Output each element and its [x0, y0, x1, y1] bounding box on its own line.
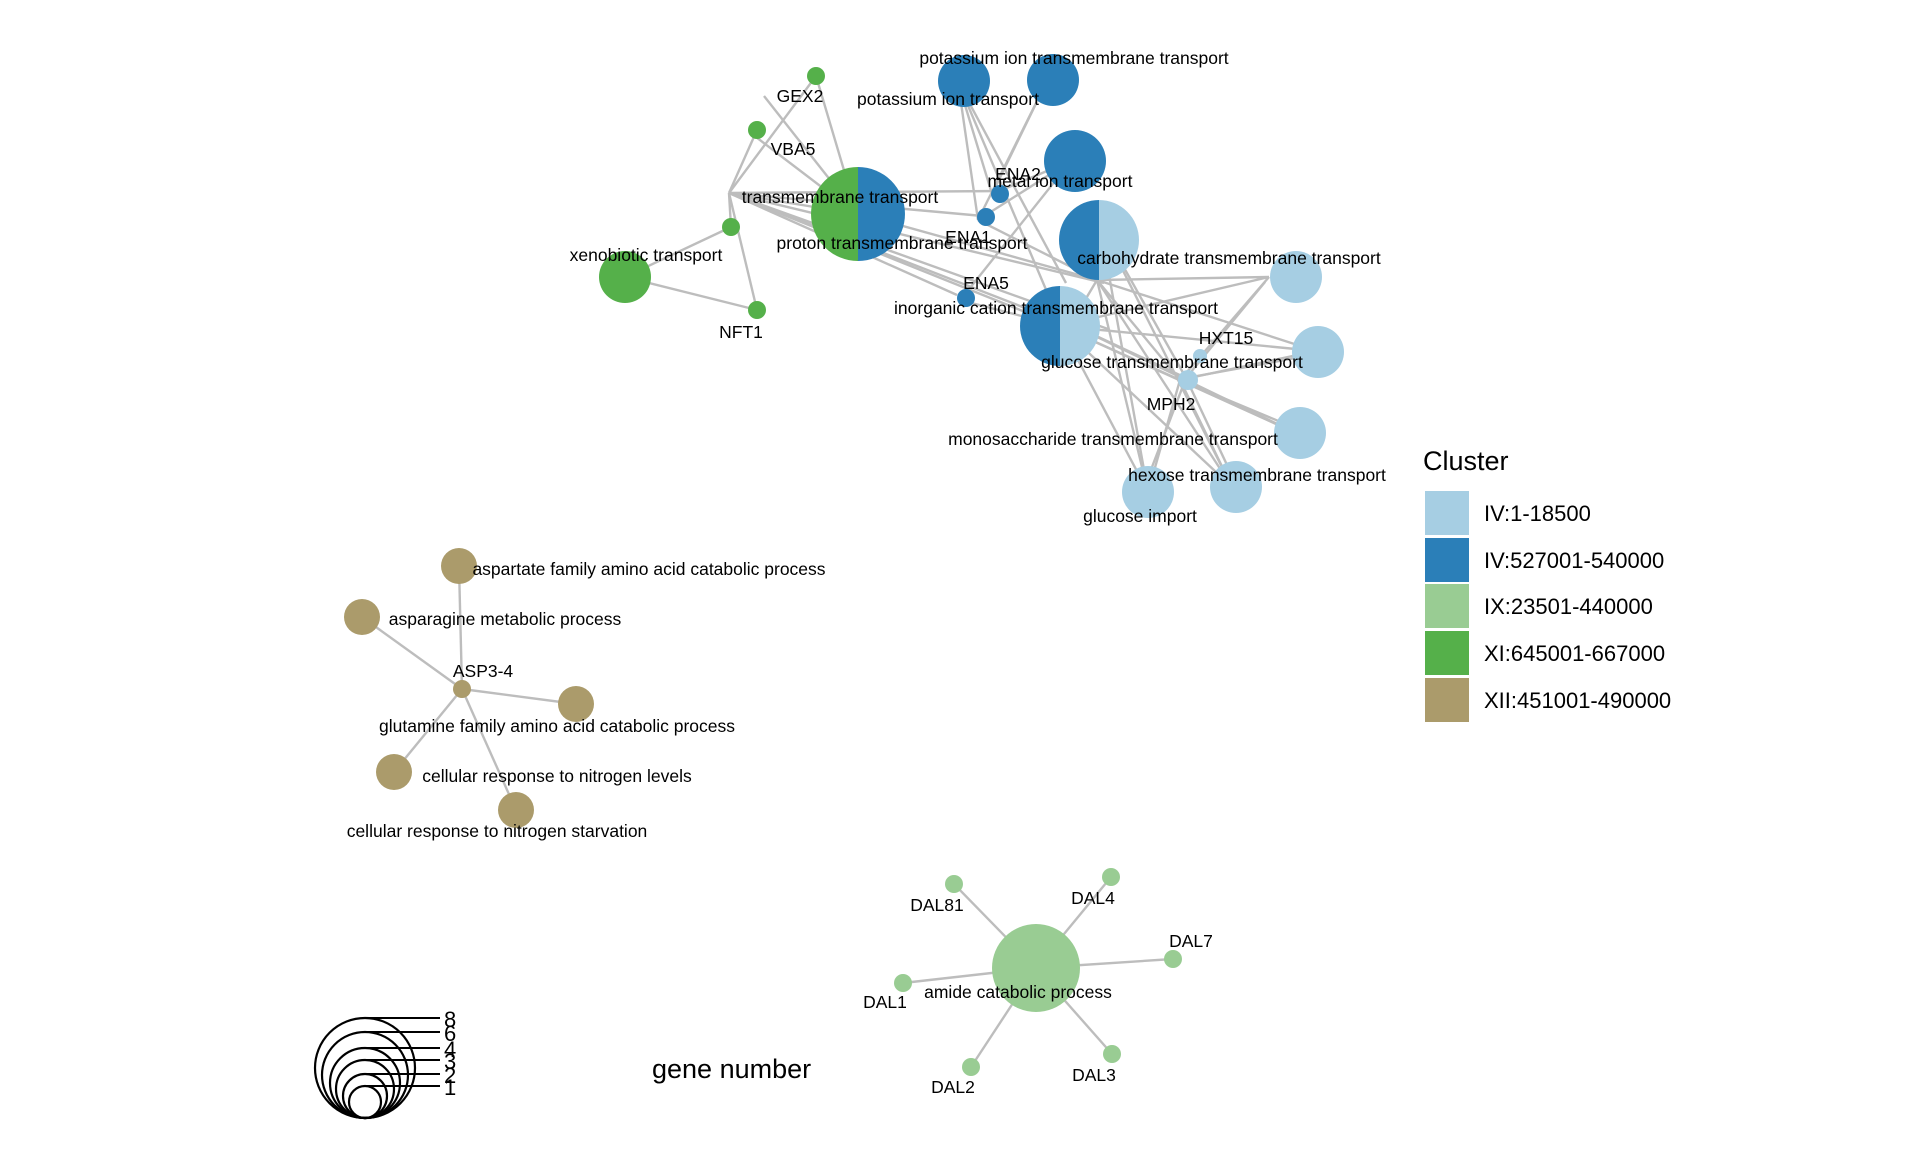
- node-aspartate-family: [441, 548, 477, 584]
- node-nitrogen-levels: [376, 754, 412, 790]
- node-monosaccharide-transmembrane-transport: [1274, 407, 1326, 459]
- label-aspartate-family: aspartate family amino acid catabolic pr…: [472, 559, 825, 579]
- label-inorganic-cation-transmembrane-transport: inorganic cation transmembrane transport: [894, 298, 1218, 318]
- label-NFT1: NFT1: [719, 322, 763, 342]
- node-DAL1: [894, 974, 912, 992]
- node-ENA5: [957, 289, 975, 307]
- node-ENA2: [991, 185, 1009, 203]
- node-HXT15: [1193, 349, 1207, 363]
- node-labels: potassium ion transmembrane transport po…: [347, 48, 1386, 1097]
- size-label-3: 3: [444, 1049, 456, 1074]
- node-gene-xeno: [722, 218, 740, 236]
- node-xenobiotic-transport: [599, 251, 651, 303]
- label-DAL1: DAL1: [863, 992, 907, 1012]
- label-DAL4: DAL4: [1071, 888, 1115, 908]
- label-transmembrane-transport: transmembrane transport: [742, 187, 939, 207]
- legend-label-4: XII:451001-490000: [1484, 688, 1671, 713]
- label-DAL2: DAL2: [931, 1077, 975, 1097]
- node-transmembrane-transport: [811, 167, 905, 261]
- network-nodes: [344, 54, 1344, 1076]
- node-glucose-import: [1122, 466, 1174, 518]
- label-ASP3-4: ASP3-4: [453, 661, 514, 681]
- node-asparagine-metabolic: [344, 599, 380, 635]
- size-label-1: 1: [444, 1075, 456, 1100]
- label-metal-ion-transport: metal ion transport: [988, 171, 1133, 191]
- legend-label-0: IV:1-18500: [1484, 501, 1591, 526]
- node-DAL2: [962, 1058, 980, 1076]
- label-ENA2: ENA2: [995, 164, 1041, 184]
- node-ASP3-4: [453, 680, 471, 698]
- size-circle-4: [328, 1046, 402, 1120]
- legend-swatch-3: [1425, 631, 1469, 675]
- size-circle-1: [347, 1084, 383, 1120]
- label-nitrogen-levels: cellular response to nitrogen levels: [422, 766, 692, 786]
- node-metal-ion-transport: [1044, 130, 1106, 192]
- label-HXT15: HXT15: [1199, 328, 1253, 348]
- node-DAL4: [1102, 868, 1120, 886]
- label-DAL81: DAL81: [910, 895, 964, 915]
- size-label-6: 6: [444, 1021, 456, 1046]
- node-ENA1: [977, 208, 995, 226]
- label-ENA1: ENA1: [945, 227, 991, 247]
- label-nitrogen-starvation: cellular response to nitrogen starvation: [347, 821, 648, 841]
- label-potassium-ion-transport: potassium ion transport: [857, 89, 1039, 109]
- label-ENA5: ENA5: [963, 273, 1009, 293]
- node-hexose-transmembrane-transport: [1210, 461, 1262, 513]
- node-monosaccharide-a: [1270, 251, 1322, 303]
- size-legend: 8 6 4 3 2 1 gene number: [313, 1007, 811, 1120]
- label-glucose-transmembrane-transport: glucose transmembrane transport: [1041, 352, 1303, 372]
- size-label-4: 4: [444, 1037, 456, 1062]
- size-label-2: 2: [444, 1063, 456, 1088]
- label-hexose-transmembrane-transport: hexose transmembrane transport: [1128, 465, 1386, 485]
- node-DAL3: [1103, 1045, 1121, 1063]
- label-monosaccharide-transmembrane-transport: monosaccharide transmembrane transport: [948, 429, 1278, 449]
- node-DAL81: [945, 875, 963, 893]
- label-asparagine-metabolic: asparagine metabolic process: [389, 609, 622, 629]
- node-nitrogen-starvation: [498, 792, 534, 828]
- node-carbohydrate-transmembrane-transport: [1059, 200, 1139, 280]
- node-potassium-ion-transport: [938, 55, 990, 107]
- size-label-8: 8: [444, 1007, 456, 1032]
- node-glucose-transmembrane-b: [1292, 326, 1344, 378]
- label-VBA5: VBA5: [771, 139, 816, 159]
- node-inorganic-cation-transmembrane-transport: [1020, 286, 1100, 366]
- node-potassium-ion-transmembrane-transport: [1027, 54, 1079, 106]
- label-glucose-import: glucose import: [1083, 506, 1197, 526]
- node-MPH2: [1178, 370, 1198, 390]
- node-NFT1: [748, 301, 766, 319]
- label-xenobiotic-transport: xenobiotic transport: [570, 245, 723, 265]
- label-potassium-ion-transmembrane-transport: potassium ion transmembrane transport: [919, 48, 1228, 68]
- label-carbohydrate-transmembrane-transport: carbohydrate transmembrane transport: [1077, 248, 1381, 268]
- size-legend-title: gene number: [652, 1054, 811, 1084]
- legend-label-3: XI:645001-667000: [1484, 641, 1665, 666]
- label-MPH2: MPH2: [1147, 394, 1196, 414]
- label-DAL7: DAL7: [1169, 931, 1213, 951]
- node-GEX2: [807, 67, 825, 85]
- legend-swatch-1: [1425, 538, 1469, 582]
- legend-swatch-2: [1425, 584, 1469, 628]
- label-DAL3: DAL3: [1072, 1065, 1116, 1085]
- legend-label-1: IV:527001-540000: [1484, 548, 1664, 573]
- label-amide-catabolic: amide catabolic process: [924, 982, 1112, 1002]
- node-DAL7: [1164, 950, 1182, 968]
- node-glutamine-family: [558, 686, 594, 722]
- node-VBA5: [748, 121, 766, 139]
- cluster-legend: Cluster IV:1-18500 IV:527001-540000 IX:2…: [1423, 446, 1671, 722]
- legend-title: Cluster: [1423, 446, 1509, 476]
- label-glutamine-family: glutamine family amino acid catabolic pr…: [379, 716, 735, 736]
- legend-label-2: IX:23501-440000: [1484, 594, 1653, 619]
- label-GEX2: GEX2: [777, 86, 824, 106]
- label-proton-transmembrane-transport: proton transmembrane transport: [777, 233, 1028, 253]
- node-amide-catabolic: [992, 924, 1080, 1012]
- legend-swatch-4: [1425, 678, 1469, 722]
- legend-swatch-0: [1425, 491, 1469, 535]
